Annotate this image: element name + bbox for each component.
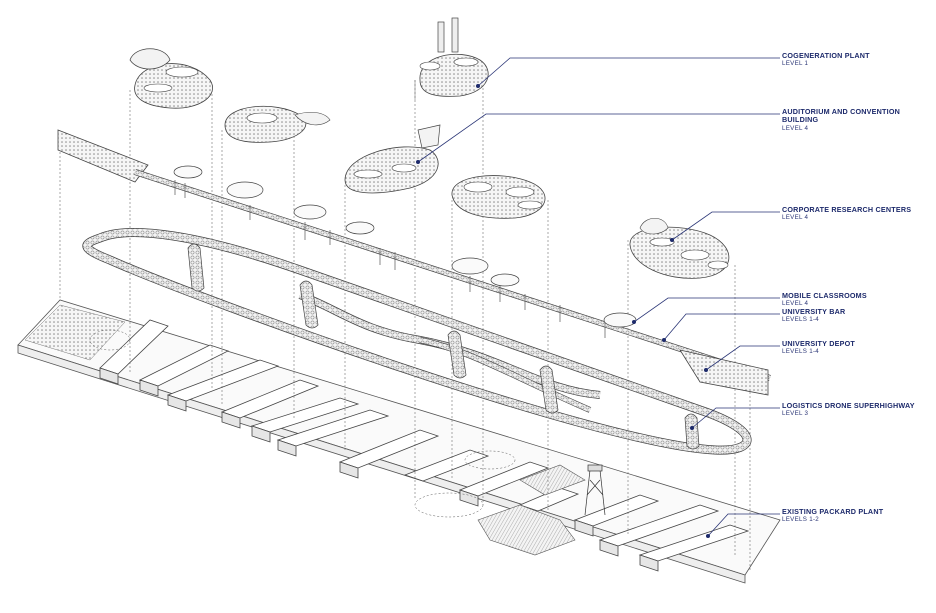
callout-level: LEVEL 4	[782, 300, 809, 308]
callout-title: MOBILE CLASSROOMS	[782, 291, 867, 300]
packard-tower	[584, 464, 606, 516]
callout-university-depot: UNIVERSITY DEPOT LEVELS 1-4	[782, 339, 855, 356]
callout-level: LEVELS 1-4	[782, 348, 820, 356]
callout-level: LEVEL 4	[782, 214, 809, 222]
projection-circles	[89, 329, 516, 518]
corporate-research-center	[629, 217, 730, 279]
packard-plant-buildings	[99, 319, 750, 572]
callout-level: LEVEL 4	[782, 124, 809, 132]
callout-level: LEVEL 3	[782, 410, 809, 418]
callout-title: CORPORATE RESEARCH CENTERS	[782, 205, 912, 214]
sawtooth-roofs	[477, 464, 586, 556]
callout-drone-superhighway: LOGISTICS DRONE SUPERHIGHWAY LEVEL 3	[782, 401, 915, 418]
callout-title: UNIVERSITY BAR	[782, 307, 846, 316]
callout-level: LEVELS 1-4	[782, 316, 820, 324]
callout-packard-plant: EXISTING PACKARD PLANT LEVELS 1-2	[782, 507, 884, 524]
cogeneration-plant	[414, 17, 489, 100]
callout-auditorium: AUDITORIUM AND CONVENTION BUILDING LEVEL…	[782, 107, 936, 132]
callout-title: COGENERATION PLANT	[782, 51, 870, 60]
callout-level: LEVEL 1	[782, 60, 809, 68]
callout-level: LEVELS 1-2	[782, 516, 820, 524]
research-center-blob-1	[129, 48, 213, 109]
research-center-blob-2	[224, 105, 331, 143]
callout-title: AUDITORIUM AND CONVENTION BUILDING	[782, 107, 901, 125]
callout-mobile-classrooms: MOBILE CLASSROOMS LEVEL 4	[782, 291, 867, 308]
callout-leaders	[417, 57, 780, 537]
bar-stilts	[174, 180, 606, 338]
ground-plate	[17, 299, 781, 584]
callout-title: UNIVERSITY DEPOT	[782, 339, 855, 348]
callout-dots	[416, 84, 710, 538]
callout-title: EXISTING PACKARD PLANT	[782, 507, 884, 516]
mobile-classroom-pods	[173, 165, 637, 328]
auditorium-building	[344, 124, 441, 194]
callout-corporate-research: CORPORATE RESEARCH CENTERS LEVEL 4	[782, 205, 912, 222]
university-bar	[57, 129, 771, 396]
callout-cogeneration-plant: COGENERATION PLANT LEVEL 1	[782, 51, 870, 68]
superhighway-pylons	[187, 243, 700, 450]
callout-university-bar: UNIVERSITY BAR LEVELS 1-4	[782, 307, 846, 324]
research-center-blob-3	[451, 175, 546, 219]
callout-title: LOGISTICS DRONE SUPERHIGHWAY	[782, 401, 915, 410]
